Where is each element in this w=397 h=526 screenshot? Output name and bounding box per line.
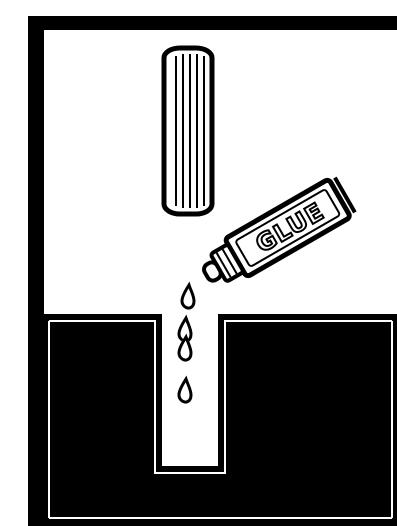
drilled-board-icon <box>44 314 397 526</box>
wooden-dowel-icon <box>164 48 212 214</box>
